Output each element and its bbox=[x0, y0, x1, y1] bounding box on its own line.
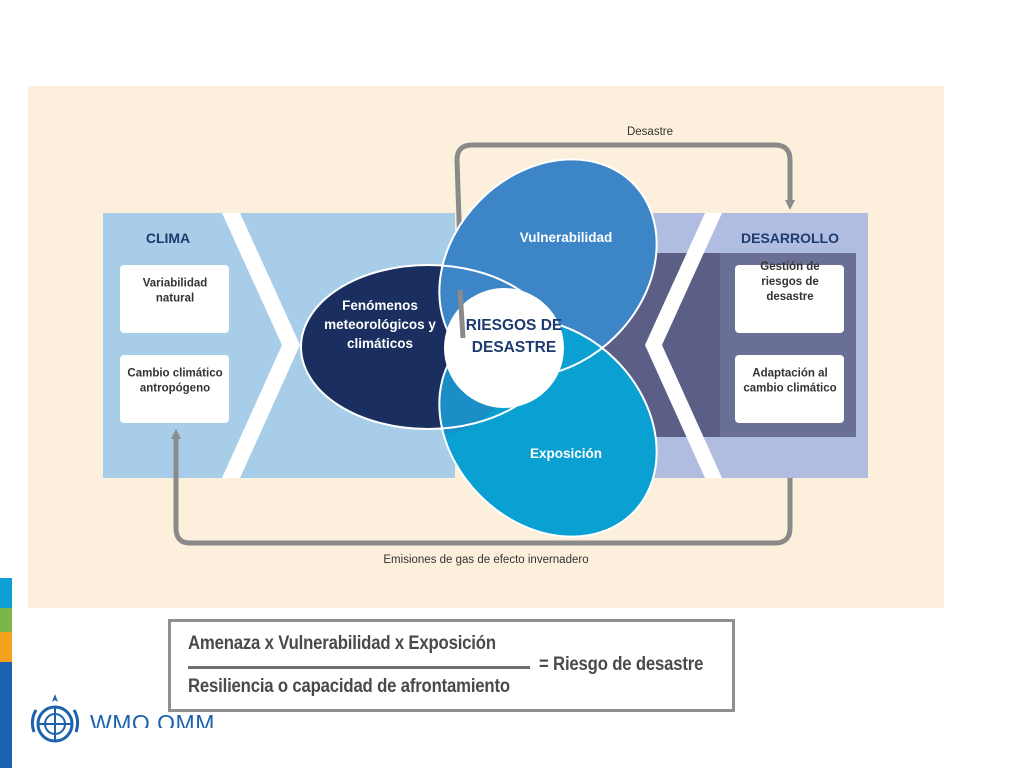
label-line: Adaptación al bbox=[752, 368, 827, 380]
label-line: Fenómenos bbox=[342, 298, 418, 313]
clima-box-2 bbox=[120, 355, 229, 423]
desarrollo-box-2 bbox=[735, 355, 844, 423]
clima-box-text-2: Cambio climático antropógeno bbox=[127, 368, 222, 395]
label-line: antropógeno bbox=[140, 383, 210, 395]
fraction-bar bbox=[188, 666, 530, 669]
clima-box-1 bbox=[120, 265, 229, 333]
center-label: RIESGOS DE DESASTRE bbox=[466, 317, 562, 356]
hazard-label: Fenómenos meteorológicos y climáticos bbox=[324, 298, 436, 351]
desarrollo-chevron bbox=[645, 213, 722, 478]
exposure-label: Exposición bbox=[530, 446, 602, 461]
desarrollo-box-text-1: Gestión de riesgos de desastre bbox=[760, 261, 819, 303]
hazard-label-text: Fenómenos meteorológicos y climáticos bbox=[324, 298, 436, 351]
label-line: RIESGOS DE bbox=[466, 317, 562, 334]
desarrollo-box-text-1-text: Gestión de riesgos de desastre bbox=[760, 261, 819, 303]
label-line: Variabilidad bbox=[143, 278, 208, 290]
sidebar-stripe-green bbox=[0, 608, 12, 632]
clima-box-text-1-text: Variabilidad natural bbox=[143, 278, 208, 305]
wmo-emblem-icon bbox=[30, 694, 80, 743]
wmo-logo: WMO OMM bbox=[26, 690, 226, 750]
emissions-arrow bbox=[171, 429, 793, 546]
label-line: natural bbox=[156, 293, 194, 305]
formula-box: Amenaza x Vulnerabilidad x Exposición Re… bbox=[168, 619, 735, 712]
sidebar-stripe-orange bbox=[0, 632, 12, 662]
label-line: desastre bbox=[766, 291, 813, 303]
sidebar-stripe-teal bbox=[0, 578, 12, 608]
center-circle bbox=[444, 288, 564, 408]
desarrollo-box-1 bbox=[735, 265, 844, 333]
sidebar-stripe-blue bbox=[0, 662, 12, 768]
desarrollo-box-text-2: Adaptación al cambio climático bbox=[743, 368, 836, 395]
emissions-label: Emisiones de gas de efecto invernadero bbox=[383, 554, 588, 566]
center-label-text: RIESGOS DE DESASTRE bbox=[466, 317, 562, 356]
label-line: cambio climático bbox=[743, 383, 836, 395]
clima-box-text-1: Variabilidad natural bbox=[143, 278, 208, 305]
label-line: riesgos de bbox=[761, 276, 819, 288]
wmo-logo-text: WMO OMM bbox=[90, 710, 215, 736]
label-line: Cambio climático bbox=[127, 368, 222, 380]
label-line: Gestión de bbox=[760, 261, 819, 273]
clima-chevron bbox=[222, 213, 300, 478]
label-line: climáticos bbox=[347, 336, 413, 351]
disaster-label: Desastre bbox=[627, 126, 673, 138]
formula-denominator: Resiliencia o capacidad de afrontamiento bbox=[188, 676, 510, 697]
formula-result: = Riesgo de desastre bbox=[539, 654, 704, 675]
disaster-arrow bbox=[454, 142, 795, 339]
desarrollo-box-text-2-text: Adaptación al cambio climático bbox=[743, 368, 836, 395]
disaster-arrow-stub bbox=[457, 289, 466, 339]
label-line: meteorológicos y bbox=[324, 317, 436, 332]
vulnerability-label: Vulnerabilidad bbox=[520, 230, 613, 245]
formula-numerator: Amenaza x Vulnerabilidad x Exposición bbox=[188, 633, 496, 654]
label-line: DESASTRE bbox=[472, 339, 556, 356]
clima-box-text-2-text: Cambio climático antropógeno bbox=[127, 368, 222, 395]
clima-title: CLIMA bbox=[146, 230, 190, 246]
desarrollo-title: DESARROLLO bbox=[741, 230, 839, 246]
